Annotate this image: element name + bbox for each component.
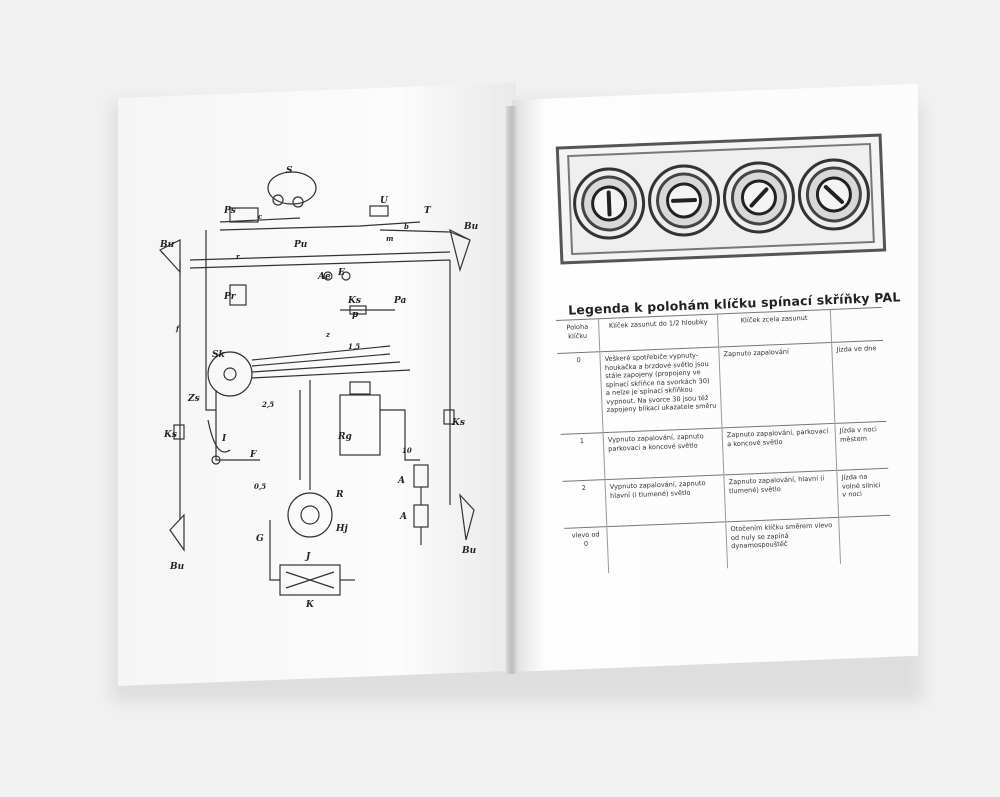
dynamo-shape — [287, 492, 333, 538]
dials-row — [567, 142, 875, 256]
cell-position: vlevo od 0 — [564, 526, 609, 575]
diagram-label-j: J — [306, 552, 311, 562]
diagram-label-pa: Pa — [394, 296, 407, 306]
dial-position-left — [795, 157, 871, 232]
diagram-label-p: p — [352, 310, 359, 320]
diagram-label-a-1: A — [398, 476, 405, 486]
cell-full: Zapnuto zapalování, hlavní (i tlumené) s… — [723, 470, 839, 522]
dial-position-2 — [721, 160, 796, 235]
wiring-diagram — [159, 171, 475, 596]
ignition-switch-shape — [207, 351, 253, 397]
header-fully-inserted: Klíček zcela zasunut — [717, 309, 832, 347]
diagram-label-pu: Pu — [294, 240, 308, 250]
diagram-label-s: S — [286, 166, 293, 176]
diagram-label-f-wire: f — [176, 324, 180, 333]
diagram-label-ps: Ps — [224, 206, 236, 216]
cell-usage — [838, 515, 892, 564]
header-poloha: Poloha klíčku — [556, 318, 600, 354]
cell-half: Veškeré spotřebiče vypnuty-houkačka a br… — [599, 346, 722, 433]
cell-full: Otočením klíčku směrem vlevo od nuly se … — [725, 517, 841, 569]
dial-position-0 — [571, 166, 647, 241]
diagram-label-z: z — [326, 330, 330, 339]
diagram-label-rg: Rg — [338, 432, 352, 442]
diagram-label-ks-3: Ks — [452, 418, 465, 428]
diagram-label-t: T — [424, 206, 431, 216]
cell-half: Vypnuto zapalování, zapnuto parkovací a … — [603, 427, 724, 480]
diagram-label-i: I — [222, 434, 227, 444]
cell-usage: Jízda na volné silnici v noci — [836, 468, 891, 518]
key-slot-icon — [589, 184, 628, 223]
key-slot-icon — [814, 175, 853, 214]
cell-full: Zapnuto zapalování, parkovací a koncové … — [721, 423, 837, 475]
diagram-label-pr: Pr — [224, 292, 236, 302]
cell-usage: Jízda ve dne — [831, 340, 887, 424]
diagram-label-r-wire: r — [236, 252, 240, 261]
diagram-label-bu-3: Bu — [462, 546, 477, 556]
diagram-label-ks-1: Ks — [348, 296, 361, 306]
switch-positions-illustration — [555, 133, 887, 265]
key-slot-icon — [739, 178, 778, 217]
table-row: 0 Veškeré spotřebiče vypnuty-houkačka a … — [557, 340, 887, 435]
diagram-label-1-5: 1,5 — [348, 342, 361, 351]
cell-usage: Jízda v noci městem — [834, 421, 889, 471]
diagram-label-bu-2: Bu — [464, 222, 479, 232]
cell-position: 2 — [562, 479, 607, 529]
diagram-label-2-5: 2,5 — [262, 400, 275, 409]
diagram-label-ks-2: Ks — [164, 430, 177, 440]
diagram-label-k: K — [306, 600, 314, 610]
legend-table: Poloha klíčku Klíček zasunut do 1/2 hlou… — [556, 307, 892, 575]
diagram-label-c: c — [258, 212, 263, 221]
diagram-label-zs: Zs — [188, 394, 200, 404]
diagram-label-u: U — [380, 196, 388, 206]
diagram-label-g: G — [256, 534, 264, 544]
diagram-label-hj: Hj — [336, 524, 348, 534]
header-half-inserted: Klíček zasunut do 1/2 hloubky — [598, 314, 719, 352]
cell-full: Zapnuto zapalování — [718, 342, 835, 428]
cell-half: Vypnuto zapalování, zapnuto hlavní (i tl… — [604, 474, 726, 527]
headlight-shape — [267, 171, 317, 205]
diagram-label-ae: Ae — [318, 272, 331, 282]
diagram-label-a-2: A — [400, 512, 407, 522]
diagram-label-f: F — [250, 450, 257, 460]
booklet-gutter — [506, 105, 518, 675]
cell-position: 1 — [560, 432, 605, 482]
diagram-label-m: m — [386, 234, 394, 243]
diagram-label-r: R — [336, 490, 344, 500]
cell-position: 0 — [557, 351, 604, 435]
cell-half — [606, 521, 728, 574]
diagram-label-bu-1: Bu — [160, 240, 175, 250]
diagram-label-sk: Sk — [212, 350, 225, 360]
diagram-label-bu-4: Bu — [170, 562, 185, 572]
diagram-label-0-5: 0,5 — [254, 482, 267, 491]
diagram-label-10: 10 — [402, 446, 412, 455]
header-usage — [830, 307, 884, 343]
diagram-label-b: b — [404, 222, 409, 231]
diagram-label-e: E — [338, 268, 345, 278]
key-slot-icon — [664, 181, 703, 220]
dial-position-1 — [646, 163, 721, 238]
